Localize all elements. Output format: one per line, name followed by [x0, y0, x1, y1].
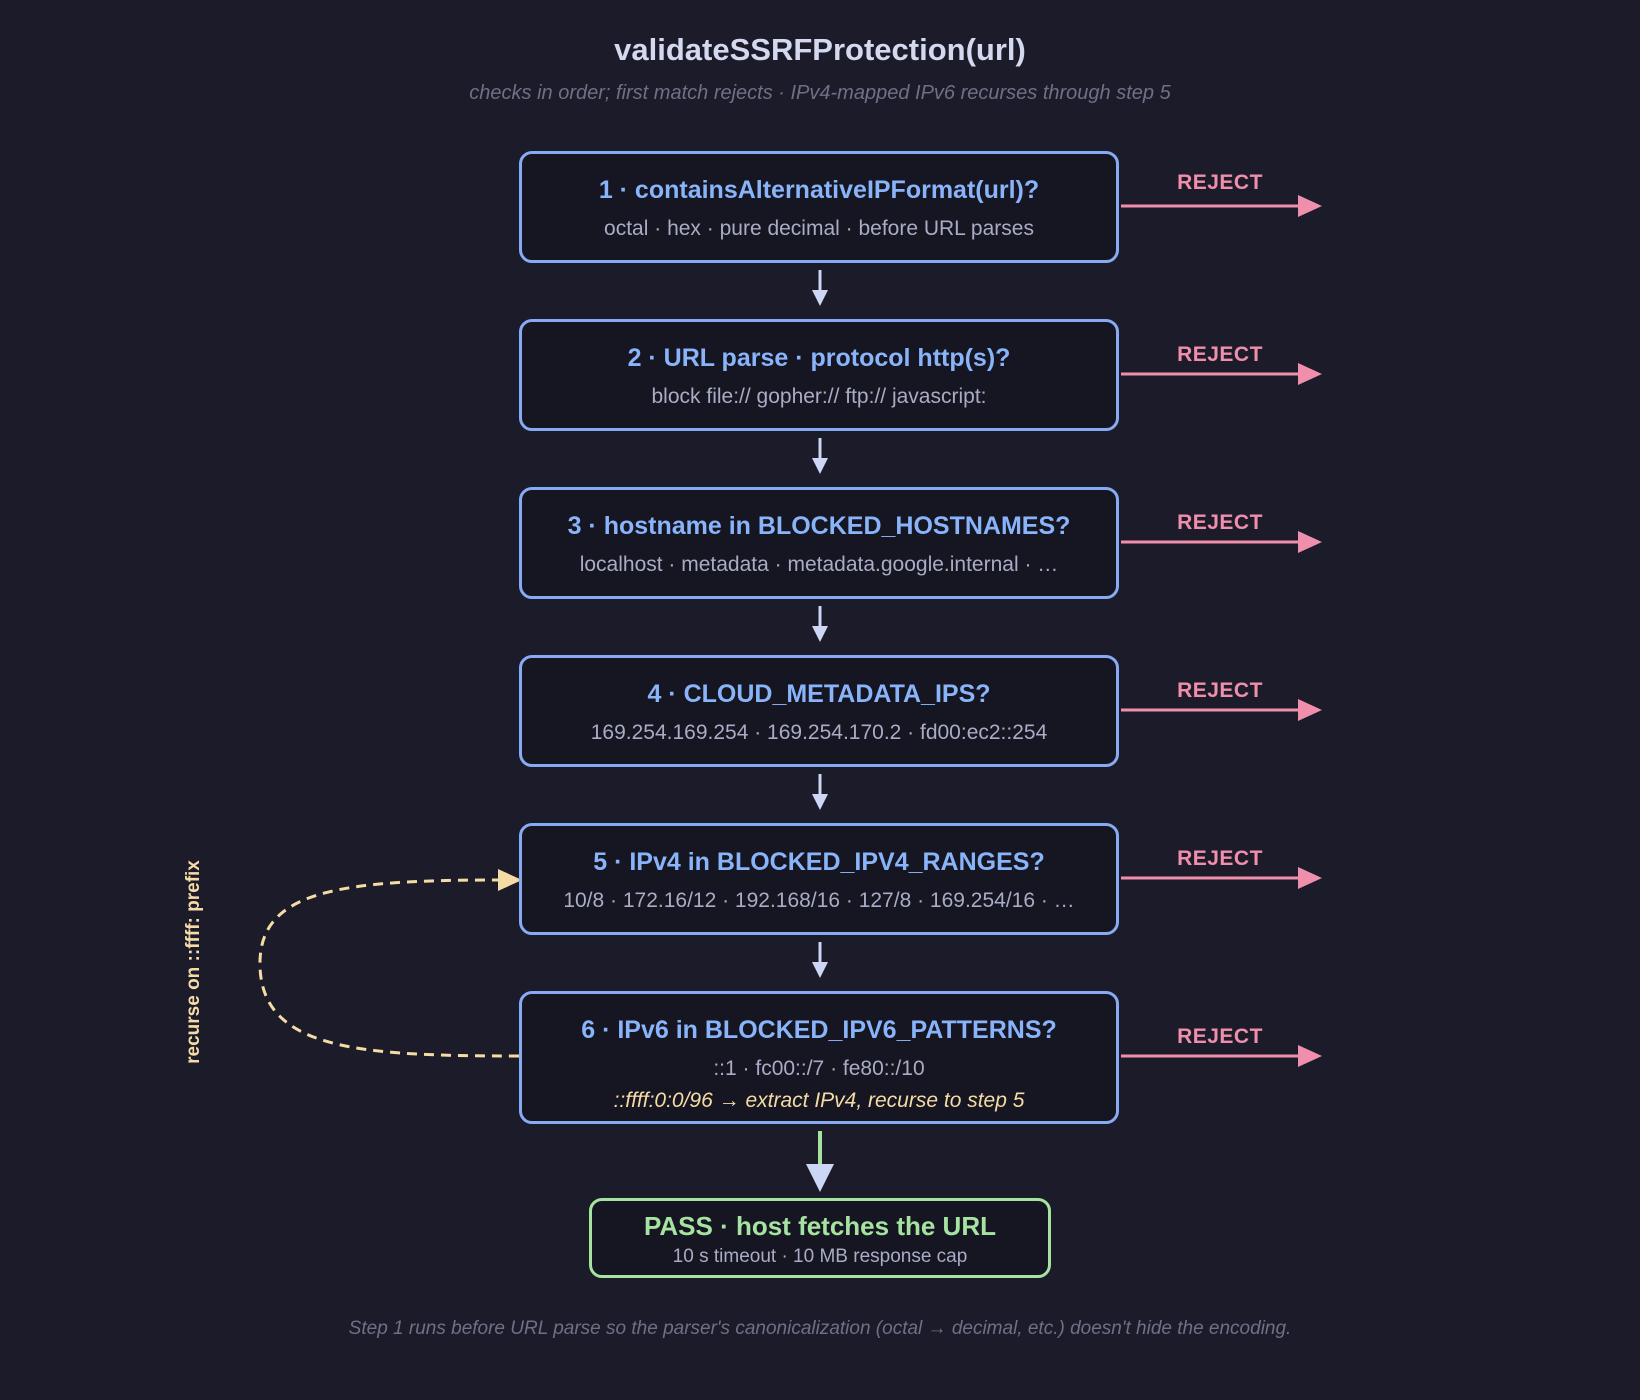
reject-label-4: REJECT: [1177, 679, 1263, 702]
reject-label-6: REJECT: [1177, 1025, 1263, 1048]
reject-label-3: REJECT: [1177, 511, 1263, 534]
step-note: ::ffff:0:0/96 → extract IPv4, recurse to…: [613, 1089, 1025, 1112]
reject-arrow-6: [1121, 1045, 1322, 1067]
footer-note: Step 1 runs before URL parse so the pars…: [348, 1318, 1292, 1339]
reject-arrow-1: [1121, 195, 1322, 217]
diagram-title: validateSSRFProtection(url): [614, 32, 1026, 67]
step-title: 3 · hostname in BLOCKED_HOSTNAMES?: [567, 512, 1071, 540]
step-3-box: 3 · hostname in BLOCKED_HOSTNAMES? local…: [519, 487, 1119, 599]
reject-label-5: REJECT: [1177, 847, 1263, 870]
step-5-box: 5 · IPv4 in BLOCKED_IPV4_RANGES? 10/8 · …: [519, 823, 1119, 935]
pass-title: PASS · host fetches the URL: [643, 1211, 996, 1241]
pass-box: PASS · host fetches the URL 10 s timeout…: [589, 1198, 1051, 1278]
down-arrow-1-2: [812, 270, 828, 306]
down-arrow-4-5: [812, 774, 828, 810]
step-title: 2 · URL parse · protocol http(s)?: [627, 344, 1011, 372]
step-detail: ::1 · fc00::/7 · fe80::/10: [713, 1057, 925, 1080]
pass-detail: 10 s timeout · 10 MB response cap: [672, 1246, 968, 1267]
step-detail: 169.254.169.254 · 169.254.170.2 · fd00:e…: [590, 721, 1048, 744]
step-title: 1 · containsAlternativeIPFormat(url)?: [598, 176, 1040, 204]
step-6-box: 6 · IPv6 in BLOCKED_IPV6_PATTERNS? ::1 ·…: [519, 991, 1119, 1124]
step-title: 6 · IPv6 in BLOCKED_IPV6_PATTERNS?: [581, 1016, 1057, 1044]
diagram-subtitle: checks in order; first match rejects · I…: [469, 82, 1171, 104]
step-title: 5 · IPv4 in BLOCKED_IPV4_RANGES?: [593, 848, 1045, 876]
step-title: 4 · CLOUD_METADATA_IPS?: [647, 680, 991, 708]
reject-arrow-2: [1121, 363, 1322, 385]
step-detail: localhost · metadata · metadata.google.i…: [579, 553, 1059, 576]
step-detail: 10/8 · 172.16/12 · 192.168/16 · 127/8 · …: [563, 889, 1075, 912]
down-arrow-5-6: [812, 942, 828, 978]
down-arrow-3-4: [812, 606, 828, 642]
recurse-label: recurse on ::ffff: prefix: [183, 860, 204, 1064]
step-detail: octal · hex · pure decimal · before URL …: [604, 217, 1034, 240]
step-1-box: 1 · containsAlternativeIPFormat(url)? oc…: [519, 151, 1119, 263]
reject-arrow-3: [1121, 531, 1322, 553]
step-4-box: 4 · CLOUD_METADATA_IPS? 169.254.169.254 …: [519, 655, 1119, 767]
recurse-loop-arrow: [258, 869, 522, 1058]
down-arrow-2-3: [812, 438, 828, 474]
reject-label-2: REJECT: [1177, 343, 1263, 366]
step-2-box: 2 · URL parse · protocol http(s)? block …: [519, 319, 1119, 431]
step-detail: block file:// gopher:// ftp:// javascrip…: [651, 385, 987, 408]
reject-label-1: REJECT: [1177, 171, 1263, 194]
reject-arrow-4: [1121, 699, 1322, 721]
reject-arrow-5: [1121, 867, 1322, 889]
pass-arrow: [806, 1131, 834, 1192]
